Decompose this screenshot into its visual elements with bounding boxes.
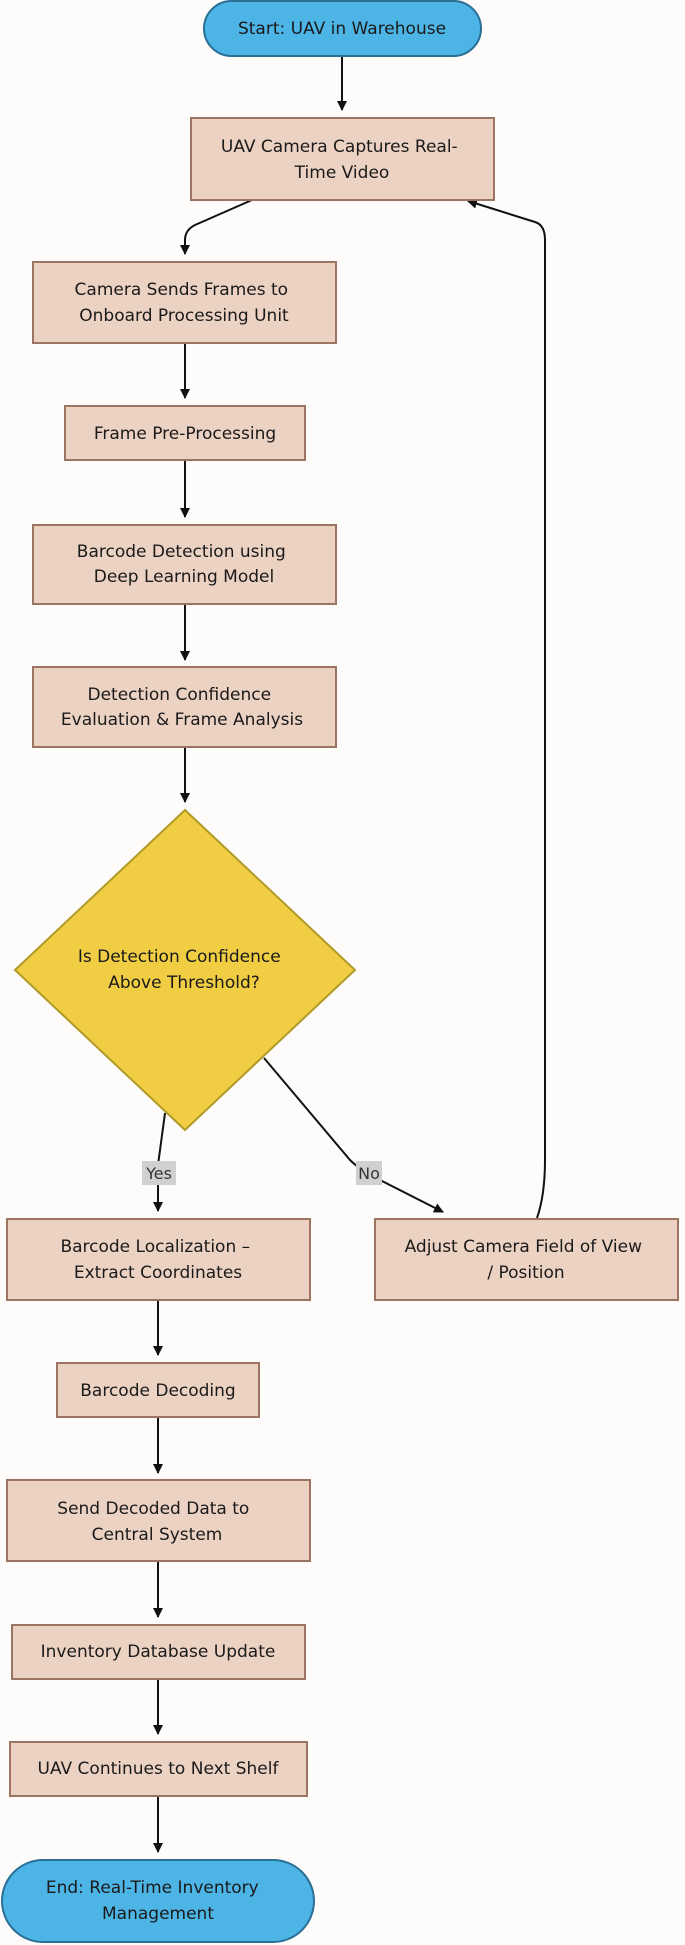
start-node: Start: UAV in Warehouse [203,0,482,57]
edge-label-yes: Yes [142,1161,176,1185]
process-node-adjust: Adjust Camera Field of View / Position [374,1218,679,1301]
edge-adjust-to-capture-loop [467,198,546,1219]
end-node: End: Real-Time Inventory Management [1,1859,315,1943]
process-node-send-frames: Camera Sends Frames to Onboard Processin… [32,261,337,344]
process-node-localize-label: Barcode Localization – Extract Coordinat… [60,1237,255,1283]
process-node-next-shelf-label: UAV Continues to Next Shelf [38,1759,280,1779]
process-node-decode-label: Barcode Decoding [80,1381,235,1401]
process-node-adjust-label: Adjust Camera Field of View / Position [405,1237,648,1283]
process-node-send-data-label: Send Decoded Data to Central System [57,1499,254,1545]
process-node-capture-label: UAV Camera Captures Real- Time Video [221,137,463,183]
process-node-capture: UAV Camera Captures Real- Time Video [190,117,495,201]
process-node-db-update: Inventory Database Update [11,1624,306,1680]
process-node-preprocess: Frame Pre-Processing [64,405,306,461]
process-node-localize: Barcode Localization – Extract Coordinat… [6,1218,311,1301]
process-node-detect-label: Barcode Detection using Deep Learning Mo… [77,542,291,587]
process-node-preprocess-label: Frame Pre-Processing [94,424,276,444]
process-node-next-shelf: UAV Continues to Next Shelf [9,1741,308,1797]
process-node-evaluate: Detection Confidence Evaluation & Frame … [32,666,337,748]
decision-node-label: Is Detection Confidence Above Threshold? [78,947,286,993]
decision-node: Is Detection Confidence Above Threshold? [13,808,357,1132]
edge-decision-no-to-adjust [263,1057,444,1213]
edge-label-yes-text: Yes [145,1164,172,1183]
end-node-label: End: Real-Time Inventory Management [46,1878,264,1924]
process-node-evaluate-label: Detection Confidence Evaluation & Frame … [61,685,303,730]
process-node-db-update-label: Inventory Database Update [41,1642,276,1662]
start-node-label: Start: UAV in Warehouse [238,19,446,39]
edges [153,56,546,1853]
edge-label-no: No [356,1161,382,1185]
edge-label-no-text: No [358,1164,380,1183]
edge-capture-to-send-frames [180,199,253,255]
process-node-send-frames-label: Camera Sends Frames to Onboard Processin… [75,280,294,326]
process-node-decode: Barcode Decoding [56,1362,260,1418]
process-node-send-data: Send Decoded Data to Central System [6,1479,311,1562]
process-node-detect: Barcode Detection using Deep Learning Mo… [32,524,337,605]
